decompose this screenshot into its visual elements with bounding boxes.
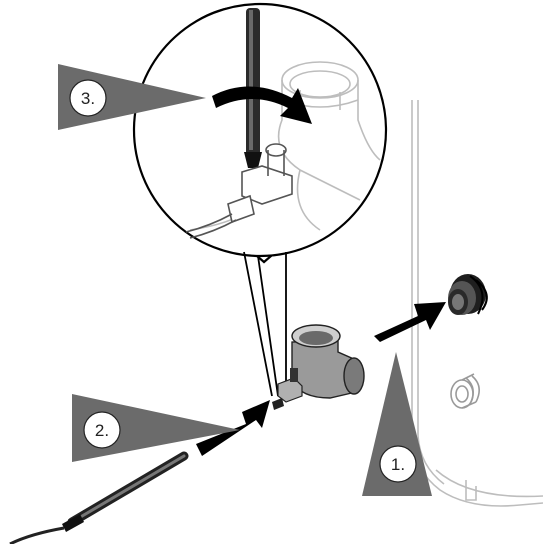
threaded-plug-icon (448, 274, 488, 315)
step-1-label: 1. (391, 455, 405, 474)
step-2-callout: 2. (72, 394, 240, 462)
push-arrow-icon (374, 302, 446, 342)
elbow-fitting (272, 324, 365, 410)
tank-port-plug (450, 373, 480, 409)
sensor-clamp-detail (185, 143, 293, 239)
step-1-callout: 1. (362, 352, 432, 496)
detail-magnifier (132, 2, 388, 397)
step-2-label: 2. (95, 421, 109, 440)
step-3-label: 3. (81, 89, 95, 108)
step-3-callout: 3. (58, 64, 206, 130)
screwdriver-icon (244, 8, 262, 168)
push-arrow-icon (196, 400, 270, 456)
sensor-probe-icon (9, 451, 189, 544)
clockwise-arrow-icon (212, 86, 312, 124)
